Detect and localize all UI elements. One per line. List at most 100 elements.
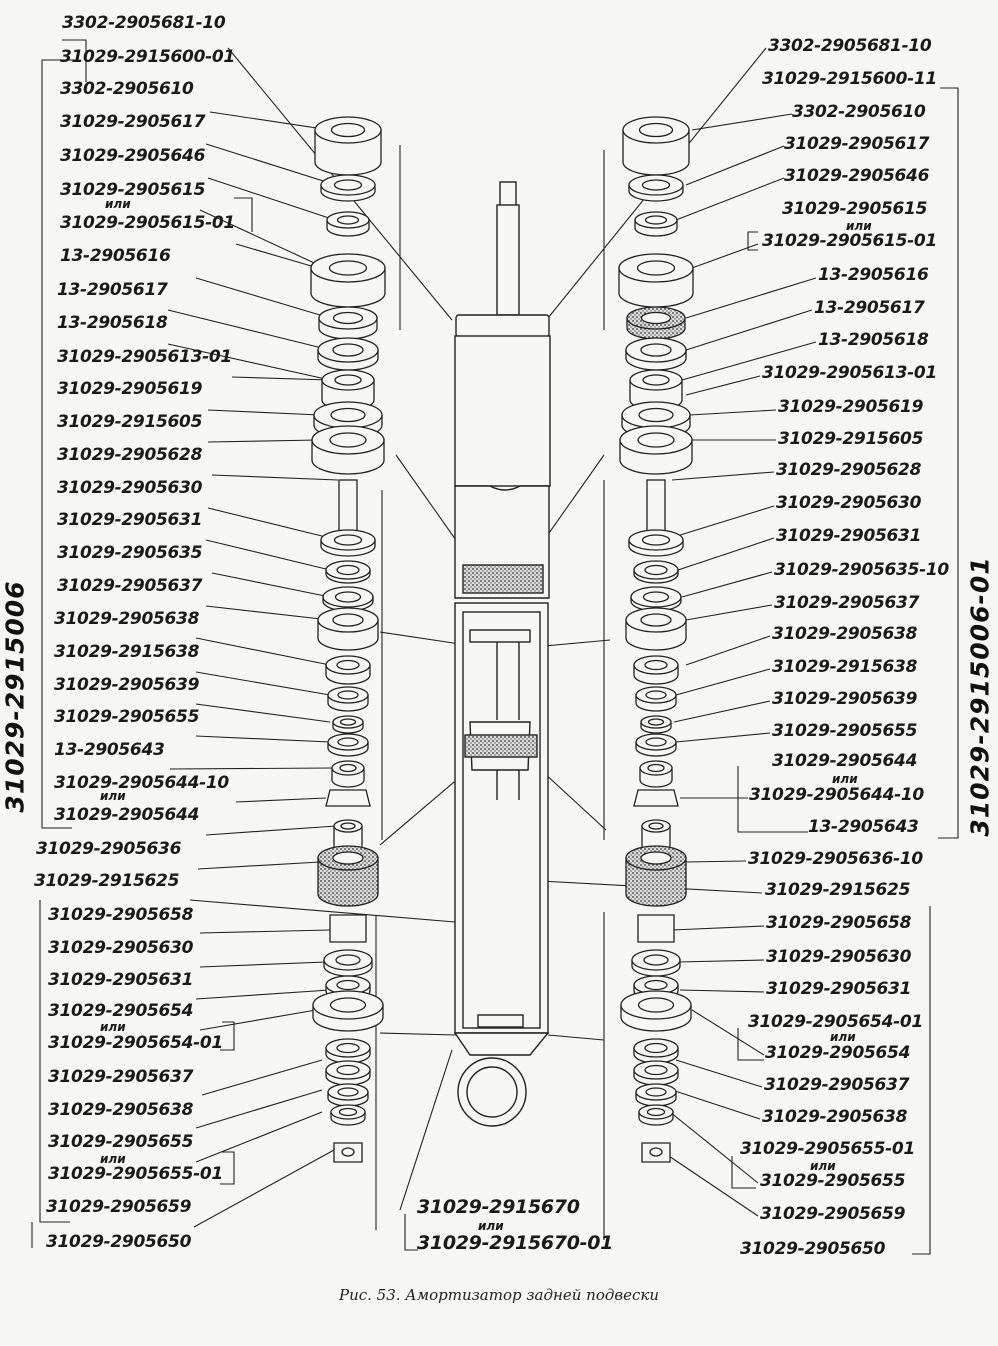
leader-line [201, 1059, 323, 1096]
washer-a-hole [641, 179, 671, 191]
plate-b-hole [332, 343, 364, 357]
washer-h-hole [336, 1064, 360, 1076]
part-label-right: 31029-2905659 [760, 1204, 906, 1224]
part-label-left: 31029-2905644 [54, 805, 200, 825]
leader-line [685, 145, 785, 186]
part-label-right: 31029-2905636-10 [748, 849, 923, 869]
part-label-left: 31029-2905659 [46, 1197, 192, 1217]
dust-cover-cap [455, 314, 550, 338]
leader-line [195, 1111, 323, 1163]
bracket-line [737, 1028, 764, 1061]
cup-washer-hole [637, 997, 675, 1013]
washer-a-hole [333, 179, 363, 191]
leader-line [211, 572, 331, 598]
part-label-right: 31029-2905655 [772, 721, 918, 741]
part-label-right: 31029-2915625 [765, 880, 911, 900]
part-label-right: 31029-2905619 [778, 397, 924, 417]
valve-ring-hole [638, 407, 674, 423]
or-connector: или [810, 1159, 836, 1173]
part-label-right: 31029-2905658 [766, 913, 912, 933]
leader-line [169, 767, 335, 770]
part-label-right: 31029-2905630 [776, 493, 922, 513]
leader-line [675, 732, 771, 743]
part-label-left: 31029-2905644-10 [54, 773, 229, 793]
leader-line [205, 605, 331, 621]
part-label-left: 31029-2905613-01 [57, 347, 232, 367]
leader-line [685, 604, 773, 621]
part-label-left: 31029-2915605 [57, 412, 203, 432]
part-label-left: 31029-2905631 [57, 510, 203, 530]
bracket-line [41, 59, 75, 829]
valve-ring-hole [330, 407, 366, 423]
part-label-right: 31029-2905654 [765, 1043, 911, 1063]
washer-b-hole [336, 215, 360, 225]
cup-washer-hole [329, 997, 367, 1013]
leader-line [195, 637, 331, 666]
valve-body-hole [332, 613, 364, 627]
leader-line [663, 505, 775, 541]
bracket-line [737, 766, 808, 833]
part-label-left: 31029-2905654 [48, 1001, 194, 1021]
part-label-left: 31029-2915600-01 [60, 47, 235, 67]
part-label-left: 31029-2905637 [57, 576, 203, 596]
leader-line [199, 961, 327, 968]
part-label-right: 31029-2905630 [766, 947, 912, 967]
piston-body-hole [637, 432, 675, 448]
spring-seat-hole [636, 260, 676, 276]
part-label-left: 31029-2915638 [54, 642, 200, 662]
leader-line [677, 959, 765, 963]
leader-line [195, 277, 331, 319]
part-label-right: 31029-2905638 [772, 624, 918, 644]
washer-c-hole [333, 534, 363, 546]
leader-line [199, 1009, 317, 1031]
leader-line [207, 177, 336, 221]
leader-line [211, 474, 339, 481]
or-connector: или [830, 1030, 856, 1044]
leader-line [681, 571, 773, 598]
part-label-right: 31029-2905631 [766, 979, 912, 999]
part-label-right: 31029-2905646 [784, 166, 930, 186]
leader-line [679, 989, 765, 993]
bracket-line [62, 39, 87, 82]
part-label-right: 3302-2905681-10 [768, 36, 932, 56]
bolt-head [637, 914, 675, 943]
leader-line [685, 635, 771, 666]
piston-body-hole [329, 432, 367, 448]
bushing-sleeve-hole [648, 822, 664, 830]
washer-g-hole [336, 1042, 360, 1054]
leader-line [675, 1059, 763, 1088]
bracket-line [404, 1214, 418, 1251]
part-label-left: 31029-2905639 [54, 675, 200, 695]
part-label-right: 31029-2905638 [762, 1107, 908, 1127]
part-label-left: 31029-2905636 [36, 839, 182, 859]
nut-hex [325, 789, 371, 807]
leader-line [195, 735, 331, 743]
part-label-left: 31029-2905628 [57, 445, 203, 465]
guide-bush [469, 629, 531, 643]
leader-line [199, 929, 331, 934]
leader-line [235, 243, 326, 271]
thrust-washer-hole [337, 737, 359, 747]
leader-line [685, 277, 817, 319]
bracket-line [39, 900, 70, 1223]
guide-bushing-hole [339, 763, 357, 773]
washer-d-hole [644, 564, 668, 576]
leader-line [671, 471, 775, 481]
part-label-right: 31029-2915600-11 [762, 69, 937, 89]
part-label-right: 3302-2905610 [792, 102, 926, 122]
part-label-left: 3302-2905681-10 [62, 13, 226, 33]
part-label-right: 31029-2905631 [776, 526, 922, 546]
or-connector: или [846, 219, 872, 233]
leader-line [209, 111, 331, 131]
part-label-right: 31029-2905650 [740, 1239, 886, 1259]
thrust-washer-hole [645, 737, 667, 747]
leader-line [691, 243, 759, 269]
dust-cover-upper [454, 335, 551, 487]
leader-line [685, 309, 813, 351]
part-label-right: 31029-2905615-01 [762, 231, 937, 251]
part-label-left: 31029-2905655 [48, 1132, 194, 1152]
part-label-right: 31029-2905637 [774, 593, 920, 613]
part-label-left: 31029-2905655 [54, 707, 200, 727]
bracket-line [938, 87, 959, 839]
